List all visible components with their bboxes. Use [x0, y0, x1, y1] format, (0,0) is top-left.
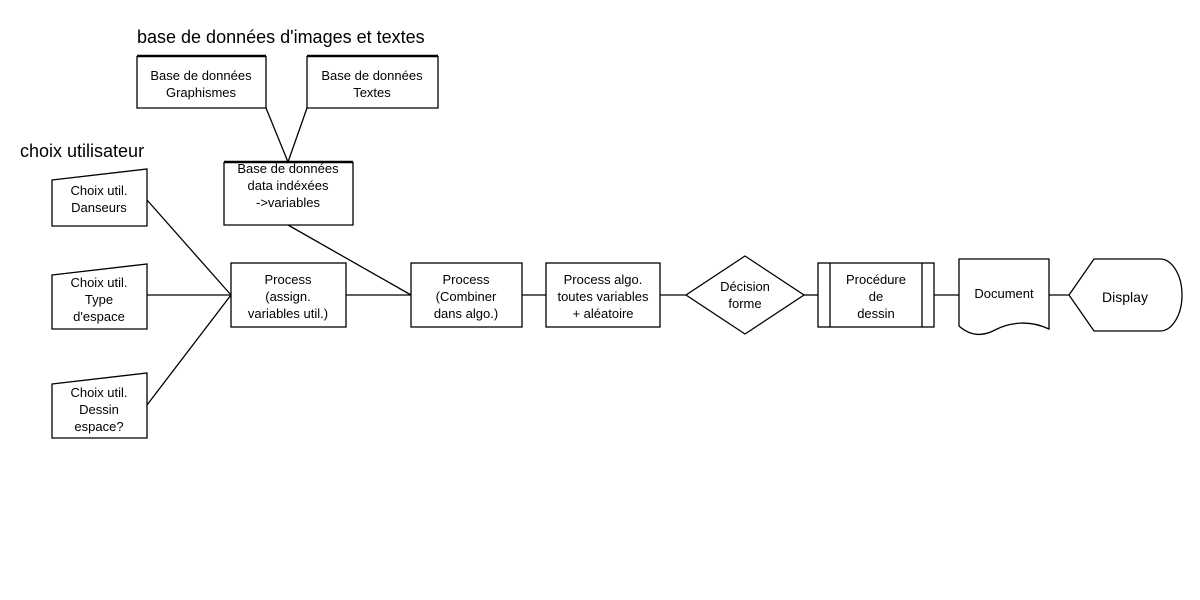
node-display: Display — [1068, 258, 1183, 332]
node-choice-space-type-line-2: Type — [85, 292, 113, 307]
node-process-algo-line-2: toutes variables — [557, 289, 649, 304]
node-db-indexed-line-1: Base de données — [237, 161, 339, 176]
node-process-algo: Process algo. toutes variables + aléatoi… — [545, 262, 661, 328]
connectors — [146, 107, 1069, 406]
node-process-combine-line-3: dans algo.) — [434, 306, 498, 321]
node-choice-space-drawing-line-2: Dessin — [79, 402, 119, 417]
node-process-combine: Process (Combiner dans algo.) — [410, 262, 523, 328]
node-db-graphics-line-1: Base de données — [150, 68, 252, 83]
node-process-assign-line-2: (assign. — [265, 289, 311, 304]
node-db-graphics-line-2: Graphismes — [166, 85, 237, 100]
node-process-assign: Process (assign. variables util.) — [230, 262, 347, 328]
node-drawing-procedure-line-1: Procédure — [846, 272, 906, 287]
node-decision-shape: Décision forme — [684, 255, 806, 335]
edge-db-graphics-to-indexed — [265, 107, 289, 163]
node-drawing-procedure-line-2: de — [869, 289, 883, 304]
node-process-combine-line-1: Process — [443, 272, 490, 287]
node-db-indexed-line-2: data indéxées — [248, 178, 329, 193]
node-document-line-1: Document — [974, 286, 1034, 301]
edge-indexed-to-combine — [287, 224, 412, 296]
edge-dancers-to-process-assign — [146, 199, 232, 296]
node-choice-dancers: Choix util. Danseurs — [51, 168, 148, 227]
node-drawing-procedure: Procédure de dessin — [817, 262, 935, 328]
node-choice-space-type-line-1: Choix util. — [70, 275, 127, 290]
node-process-assign-line-3: variables util.) — [248, 306, 328, 321]
node-process-algo-line-1: Process algo. — [564, 272, 643, 287]
node-db-texts-line-2: Textes — [353, 85, 391, 100]
node-process-algo-line-3: + aléatoire — [572, 306, 633, 321]
node-db-texts: Base de données Textes — [306, 54, 439, 109]
node-db-texts-line-1: Base de données — [321, 68, 423, 83]
edge-space-drawing-to-process-assign — [146, 294, 232, 406]
node-choice-space-drawing-line-1: Choix util. — [70, 385, 127, 400]
node-process-combine-line-2: (Combiner — [436, 289, 497, 304]
node-choice-space-type: Choix util. Type d'espace — [51, 263, 148, 330]
edge-db-texts-to-indexed — [287, 107, 308, 163]
node-process-assign-line-1: Process — [265, 272, 312, 287]
node-decision-shape-line-2: forme — [728, 296, 761, 311]
node-choice-dancers-line-1: Choix util. — [70, 183, 127, 198]
node-decision-shape-line-1: Décision — [720, 279, 770, 294]
node-drawing-procedure-line-3: dessin — [857, 306, 895, 321]
heading-user-choice-group: choix utilisateur — [20, 141, 144, 161]
node-db-indexed-line-3: ->variables — [256, 195, 320, 210]
node-choice-dancers-line-2: Danseurs — [71, 200, 127, 215]
node-display-line-1: Display — [1102, 289, 1148, 305]
node-choice-space-drawing-line-3: espace? — [74, 419, 123, 434]
node-choice-space-drawing: Choix util. Dessin espace? — [51, 372, 148, 439]
node-choice-space-type-line-3: d'espace — [73, 309, 125, 324]
node-document: Document — [958, 258, 1050, 336]
node-db-graphics: Base de données Graphismes — [136, 54, 267, 109]
node-db-indexed: Base de données data indéxées ->variable… — [223, 160, 354, 226]
heading-database-group: base de données d'images et textes — [137, 27, 425, 47]
